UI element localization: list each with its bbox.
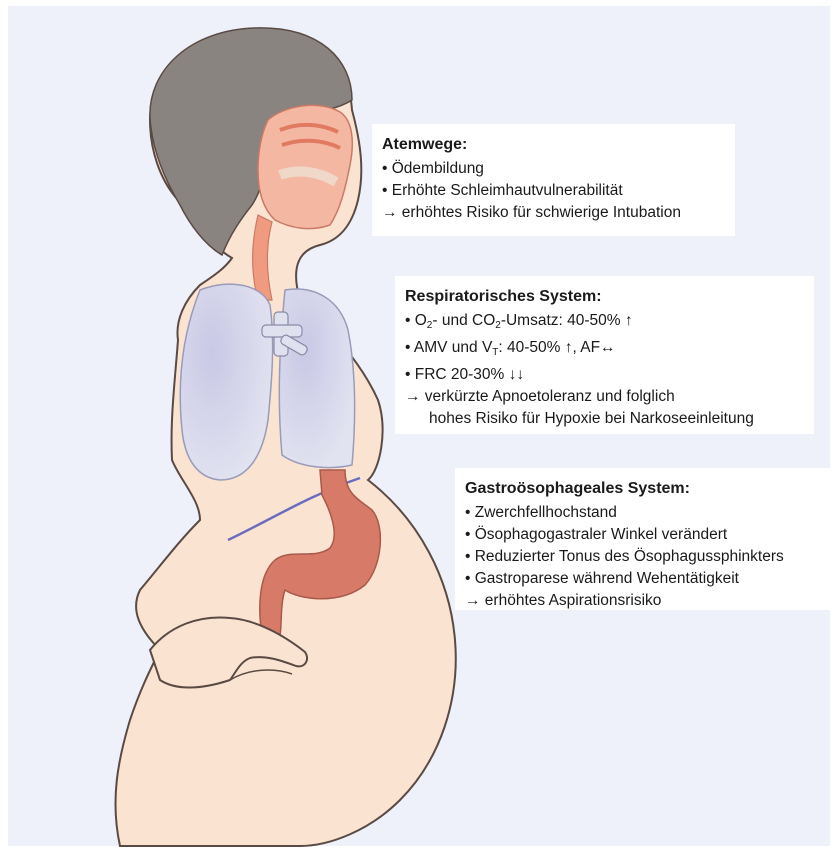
respiratory-conclusion-continued: hohes Risiko für Hypoxie bei Narkoseeinl… [405,408,802,430]
respiratory-conclusion: → verkürzte Apnoetoleranz und folglich [405,386,802,408]
airway-item: • Ödembildung [382,158,723,180]
airway-item: • Erhöhte Schleimhautvulnerabilität [382,180,723,202]
respiratory-item-frc: • FRC 20-30% ↓↓ [405,364,802,386]
gastro-info-box: Gastroösophageales System: • Zwerchfellh… [455,468,835,610]
lungs-icon [279,289,354,467]
gastro-item: • Reduzierter Tonus des Ösophagussphinkt… [465,546,825,568]
gastro-item: • Gastroparese während Wehentätigkeit [465,568,825,590]
gastro-title: Gastroösophageales System: [465,478,825,500]
airway-conclusion: → erhöhtes Risiko für schwierige Intubat… [382,202,723,224]
respiratory-item-gas-exchange: • O2- und CO2-Umsatz: 40-50% ↑ [405,310,802,337]
respiratory-info-box: Respiratorisches System: • O2- und CO2-U… [395,276,814,434]
gastro-conclusion: → erhöhtes Aspirationsrisiko [465,590,825,612]
lungs-icon [180,284,272,480]
respiratory-item-ventilation: • AMV und VT: 40-50% ↑, AF↔ [405,337,802,364]
respiratory-title: Respiratorisches System: [405,286,802,308]
airway-info-box: Atemwege: • Ödembildung • Erhöhte Schlei… [372,124,735,236]
gastro-item: • Ösophagogastraler Winkel verändert [465,524,825,546]
airway-title: Atemwege: [382,134,723,156]
gastro-item: • Zwerchfellhochstand [465,502,825,524]
